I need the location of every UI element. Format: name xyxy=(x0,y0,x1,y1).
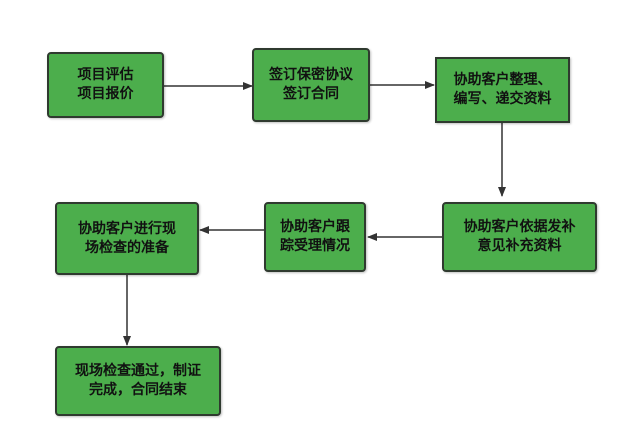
node-supplement-materials: 协助客户依据发补 意见补充资料 xyxy=(442,202,597,272)
node-track-acceptance: 协助客户跟 踪受理情况 xyxy=(264,202,366,272)
node-sign-contract: 签订保密协议 签订合同 xyxy=(252,48,370,122)
node-text-line: 协助客户依据发补 xyxy=(463,219,576,235)
node-text-line: 编写、递交资料 xyxy=(453,91,552,107)
node-text-line: 场检查的准备 xyxy=(85,239,169,256)
node-text-line: 意见补充资料 xyxy=(477,238,562,254)
node-project-evaluation: 项目评估 项目报价 xyxy=(47,52,164,118)
node-text-line: 签订保密协议 xyxy=(269,67,353,83)
node-text-line: 协助客户进行现 xyxy=(78,220,176,237)
node-site-inspection-prep: 协助客户进行现 场检查的准备 xyxy=(55,202,199,275)
node-inspection-passed: 现场检查通过，制证 完成，合同结束 xyxy=(55,346,221,416)
node-text-line: 项目评估 xyxy=(77,67,134,83)
node-text-line: 协助客户整理、 xyxy=(453,72,552,88)
node-text-line: 签订合同 xyxy=(283,86,339,102)
node-text-line: 协助客户跟 xyxy=(280,219,350,235)
node-text-line: 现场检查通过，制证 xyxy=(75,363,201,379)
node-text-line: 踪受理情况 xyxy=(280,238,350,254)
node-text-line: 完成，合同结束 xyxy=(89,382,187,398)
node-text-line: 项目报价 xyxy=(77,86,134,102)
node-prepare-materials: 协助客户整理、 编写、递交资料 xyxy=(435,57,570,123)
